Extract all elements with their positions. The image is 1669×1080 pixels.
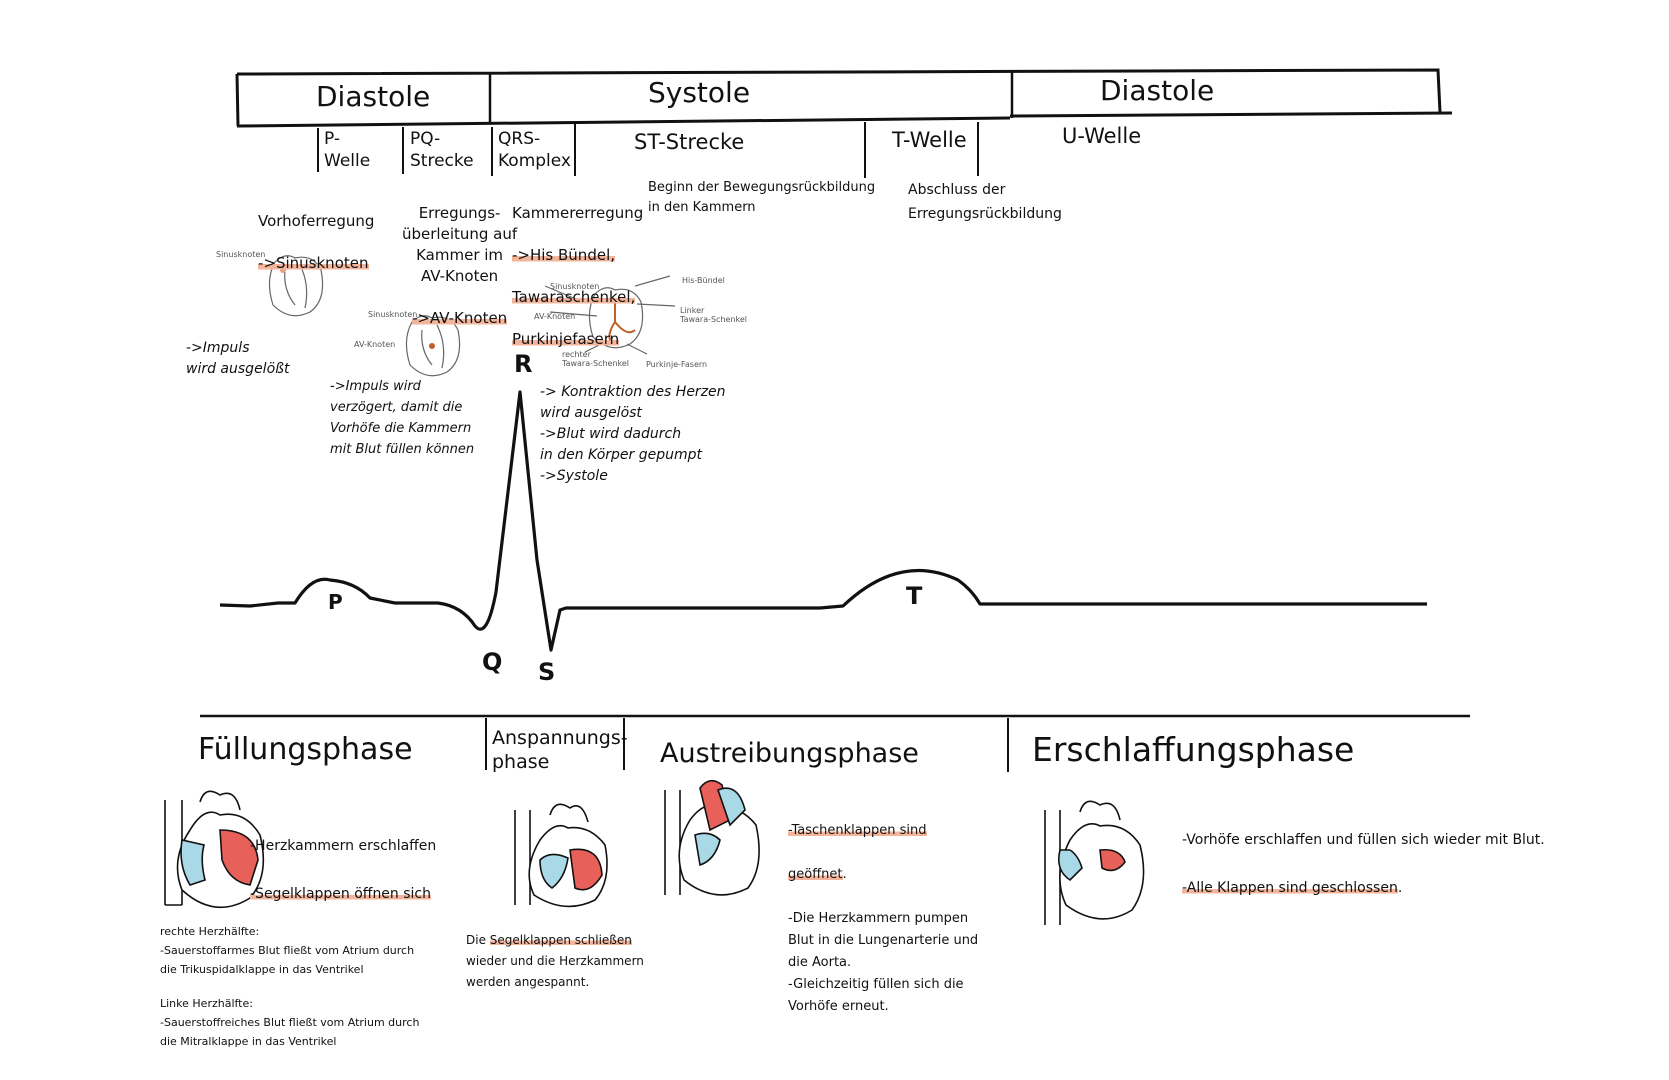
header-diastole-left: Diastole	[316, 80, 431, 113]
label-linker-tawara: Linker Tawara-Schenkel	[680, 306, 748, 324]
note-kontraktion: -> Kontraktion des Herzen wird ausgelöst…	[540, 384, 726, 484]
ecg-label-q: Q	[482, 648, 503, 676]
label-his-buendel: His-Bündel	[682, 276, 725, 285]
t-desc: Abschluss der Erregungsrückbildung	[908, 182, 1062, 222]
header-box	[236, 68, 1442, 113]
phase-erschlaffung: Erschlaffungsphase	[1032, 730, 1355, 769]
austreibung-text: -Taschenklappen sind geöffnet. -Die Herz…	[788, 823, 979, 1014]
qrs-desc: Kammererregung ->His Bündel, Tawaraschen…	[512, 204, 644, 348]
label-sinusknoten-3: Sinusknoten	[550, 282, 600, 291]
label-purkinje: Purkinje-Fasern	[646, 360, 708, 369]
col-u-welle: U-Welle	[1062, 124, 1142, 148]
header-diastole-right: Diastole	[1100, 74, 1215, 107]
col-t-welle: T-Welle	[892, 128, 967, 152]
p-desc-highlight: ->Sinusknoten	[258, 254, 369, 272]
heart-fuellung	[164, 790, 265, 909]
col-st-strecke: ST-Strecke	[634, 130, 745, 154]
note-verzoegert: ->Impuls wird verzögert, damit die Vorhö…	[330, 379, 475, 457]
label-rechter-tawara: rechter Tawara-Schenkel	[562, 350, 630, 368]
label-av-knoten-1: AV-Knoten	[354, 340, 396, 349]
col-pq-strecke: PQ- Strecke	[410, 129, 474, 171]
pq-desc: Erregungs- überleitung auf Kammer im AV-…	[402, 204, 518, 327]
label-sinusknoten-2: Sinusknoten	[368, 310, 418, 319]
erschlaffung-text: -Vorhöfe erschlaffen und füllen sich wie…	[1182, 832, 1545, 896]
heart-anspannung	[514, 803, 608, 908]
ecg-label-t: T	[906, 582, 923, 610]
heart-sketch-av	[405, 315, 461, 377]
ecg-label-r: R	[514, 350, 533, 378]
header-systole: Systole	[648, 76, 751, 109]
col-p-welle: P- Welle	[324, 129, 371, 171]
p-desc: Vorhoferregung ->Sinusknoten	[258, 212, 375, 272]
phase-anspannung: Anspannungs- phase	[492, 727, 628, 773]
label-av-knoten-2: AV-Knoten	[534, 312, 576, 321]
heart-austreibung	[664, 779, 760, 896]
label-sinusknoten-1: Sinusknoten	[216, 250, 266, 259]
ecg-trace	[219, 390, 1427, 652]
fuellung-text: -Herzkammern erschlaffen -Segelklappen ö…	[250, 838, 437, 902]
pq-desc-highlight: ->AV-Knoten	[411, 309, 508, 327]
col-qrs: QRS- Komplex	[498, 129, 571, 171]
ecg-label-s: S	[538, 658, 556, 686]
header-bottom-line	[236, 116, 1011, 128]
phase-fuellung: Füllungsphase	[198, 732, 413, 767]
note-impuls: ->Impuls wird ausgelößt	[186, 340, 290, 377]
phase-austreibung: Austreibungsphase	[660, 738, 919, 769]
fuellung-links: Linke Herzhälfte: -Sauerstoffreiches Blu…	[160, 997, 420, 1048]
header-bottom-line-right	[1009, 111, 1453, 118]
anspannung-text: Die Segelklappen schließen wieder und di…	[466, 933, 644, 989]
header-left-edge	[235, 73, 240, 127]
ecg-label-p: P	[328, 590, 343, 614]
heart-erschlaffung	[1044, 800, 1145, 925]
fuellung-rechts: rechte Herzhälfte: -Sauerstoffarmes Blut…	[160, 925, 415, 976]
st-desc: Beginn der Bewegungsrückbildung in den K…	[648, 180, 876, 215]
